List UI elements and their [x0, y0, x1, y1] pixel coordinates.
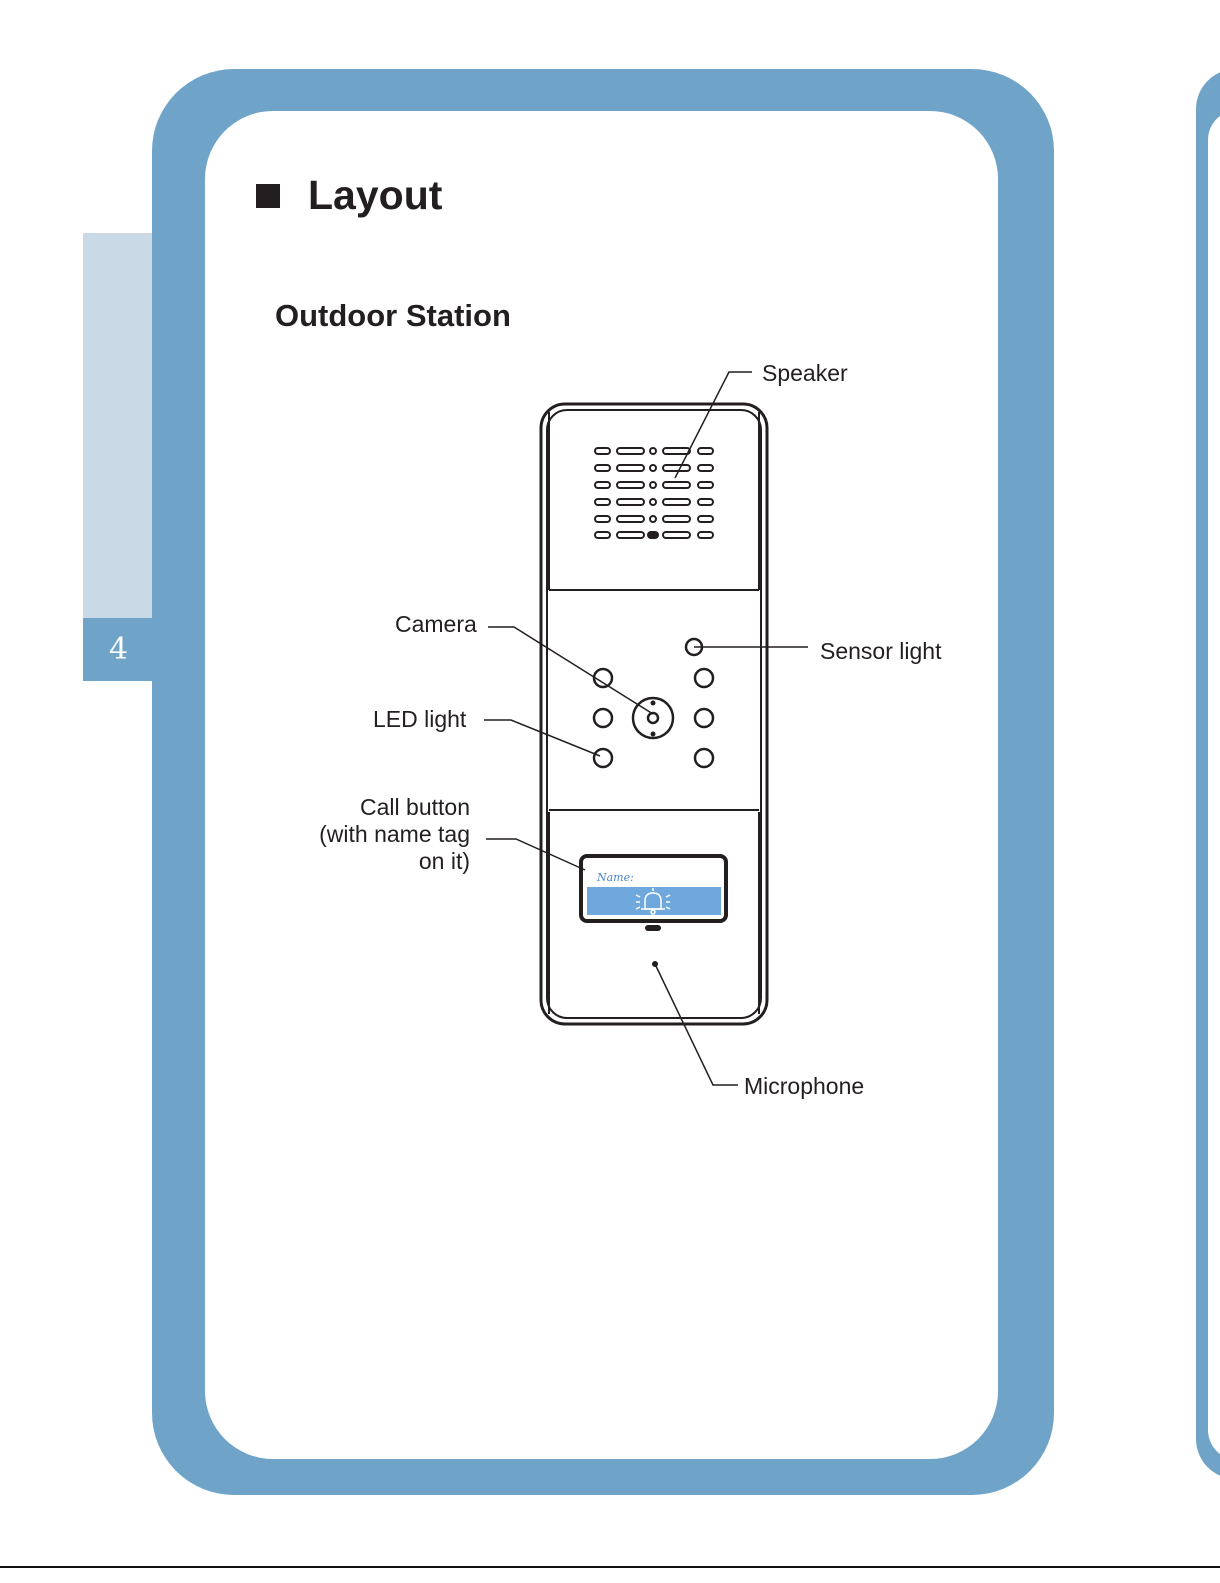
led-light-icon: [695, 709, 713, 727]
call-button-label-line: on it): [290, 848, 470, 875]
sensor-light-label: Sensor light: [820, 638, 941, 665]
speaker-leader: [675, 372, 752, 478]
page-bottom-rule: [0, 1566, 1220, 1568]
led-light-label: LED light: [373, 706, 466, 733]
led-light-icon: [695, 669, 713, 687]
call-button-label-line: Call button: [290, 794, 470, 821]
call-button-leader: [486, 839, 585, 870]
led-light-icon: [695, 749, 713, 767]
name-tag-label: Name:: [596, 871, 634, 884]
call-button: Name:: [581, 856, 726, 921]
microphone-label: Microphone: [744, 1073, 864, 1100]
speaker-label: Speaker: [762, 360, 848, 387]
led-light-icon: [594, 749, 612, 767]
grille-row: [595, 516, 713, 522]
indicator-slot: [645, 925, 661, 931]
camera-label: Camera: [395, 611, 477, 638]
led-light-icon: [594, 709, 612, 727]
grille-row: [595, 465, 713, 471]
grille-row: [595, 532, 713, 538]
grille-row: [595, 448, 713, 454]
grille-row: [595, 499, 713, 505]
camera-leader: [488, 627, 653, 714]
call-button-label-line: (with name tag: [290, 821, 470, 848]
speaker-grille: [595, 448, 713, 538]
call-button-label: Call button (with name tag on it): [290, 794, 470, 875]
grille-row: [595, 482, 713, 488]
